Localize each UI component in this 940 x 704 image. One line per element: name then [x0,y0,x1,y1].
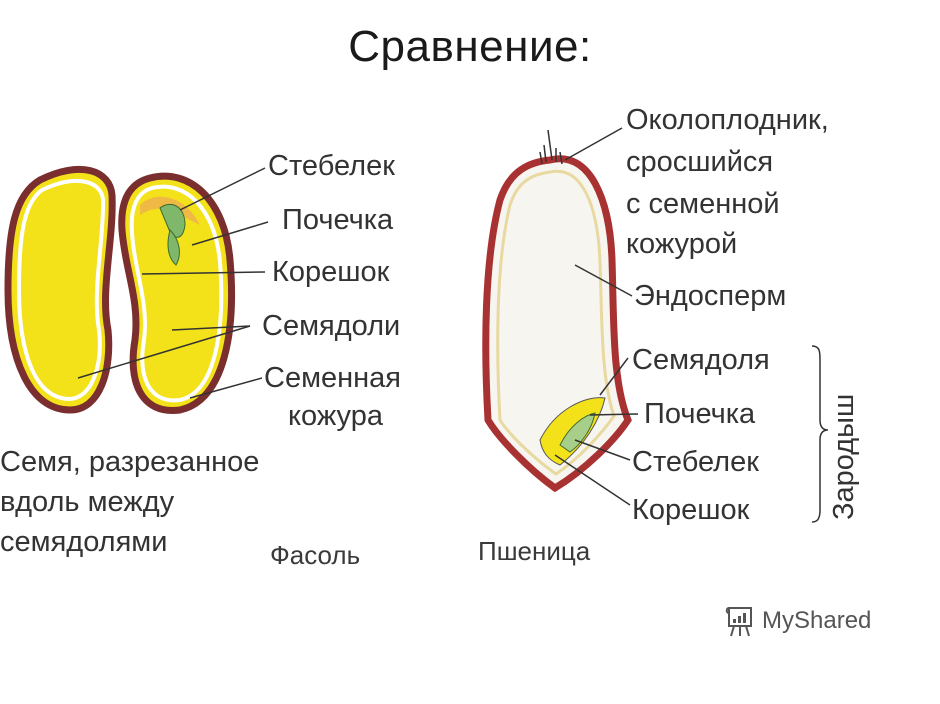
bean-caption: Фасоль [270,540,361,570]
wheat-label-pericarp-1: Околоплодник, [626,104,829,136]
wheat-grain [482,129,632,493]
wheat-label-root: Корешок [632,494,750,526]
wheat-label-cotyledon: Семядоля [632,344,770,376]
bean-label-cotyledons: Семядоли [262,310,401,342]
page-title: Сравнение: [348,22,592,71]
wheat-embryo-label: Зародыш [828,393,860,520]
wheat-label-endosperm: Эндосперм [634,280,787,312]
wheat-label-pericarp-3: с семенной [626,188,780,220]
watermark: MyShared [724,604,871,638]
wheat-label-stem: Стебелек [632,446,759,478]
watermark-text: MyShared [762,607,872,634]
bean-label-seed-coat-2: кожура [288,400,383,432]
bean-left-half [4,165,116,414]
bean-right-half [118,172,235,414]
wheat-label-pericarp-4: кожурой [626,228,738,260]
bean-label-root: Корешок [272,256,390,288]
bean-description-line-1: Семя, разрезанное [0,446,260,478]
bean-description-line-2: вдоль между [0,486,175,518]
bean-label-bud: Почечка [282,204,394,236]
bean-label-stem: Стебелек [268,150,395,182]
bean-label-seed-coat-1: Семенная [264,362,401,394]
embryo-bracket [811,345,829,523]
wheat-label-bud: Почечка [644,398,756,430]
presentation-board-icon [725,607,752,637]
bean-description-line-3: семядолями [0,526,168,558]
wheat-label-pericarp-2: сросшийся [626,146,774,178]
wheat-caption: Пшеница [478,536,591,566]
